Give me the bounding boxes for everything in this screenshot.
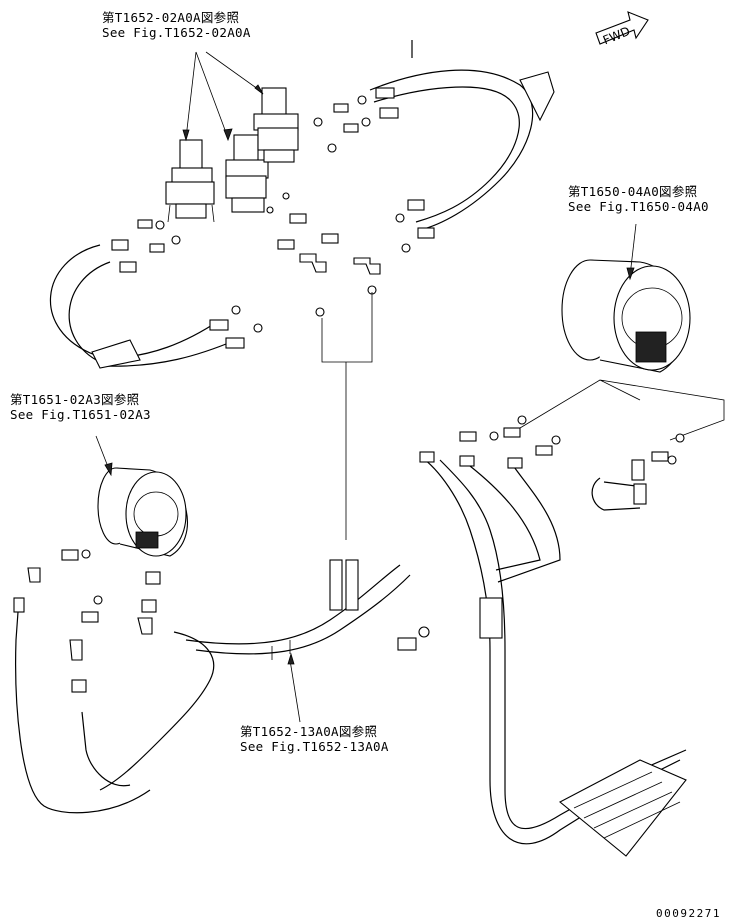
ref-label-japanese: 第T1651-02A3図参照	[10, 392, 140, 407]
ref-label-t1652-02a0a: 第T1652-02A0A図参照 See Fig.T1652-02A0A	[102, 10, 251, 40]
right-fittings	[459, 379, 725, 511]
travel-motor-left	[97, 467, 188, 557]
leader-top-ref	[185, 51, 263, 139]
hose-upper-right-outer	[369, 69, 534, 231]
hose-center-lower	[99, 631, 215, 791]
ref-label-japanese: 第T1652-02A0A図参照	[102, 10, 240, 25]
hose-upper-left-inner	[68, 261, 111, 363]
fwd-arrow: FWD	[595, 11, 649, 47]
ref-label-english: See Fig.T1650-04A0	[568, 199, 709, 214]
ref-label-t1651-02a3: 第T1651-02A3図参照 See Fig.T1651-02A3	[10, 392, 151, 422]
ref-label-japanese: 第T1650-04A0図参照	[568, 184, 698, 199]
ref-label-english: See Fig.T1652-13A0A	[240, 739, 389, 754]
swivel-valve-left	[165, 139, 215, 223]
swivel-valve-right	[253, 87, 299, 163]
fwd-arrow-label: FWD	[601, 24, 632, 47]
hose-harness-lower-right	[329, 451, 687, 857]
travel-motor-right	[561, 259, 691, 373]
hose-upper-right-inner	[373, 86, 520, 223]
ref-label-t1652-13a0a: 第T1652-13A0A図参照 See Fig.T1652-13A0A	[240, 724, 389, 754]
left-fittings	[13, 549, 161, 814]
top-fittings	[111, 87, 435, 349]
hose-upper-left-outer	[49, 244, 101, 356]
swivel-valve-center	[225, 134, 269, 213]
leader-center-bracket	[321, 292, 373, 540]
ref-label-t1650-04a0: 第T1650-04A0図参照 See Fig.T1650-04A0	[568, 184, 709, 214]
ref-label-english: See Fig.T1651-02A3	[10, 407, 151, 422]
leader-right-ref	[629, 223, 637, 277]
drawing-number: 00092271	[656, 907, 721, 920]
ref-label-english: See Fig.T1652-02A0A	[102, 25, 251, 40]
ref-label-japanese: 第T1652-13A0A図参照	[240, 724, 378, 739]
